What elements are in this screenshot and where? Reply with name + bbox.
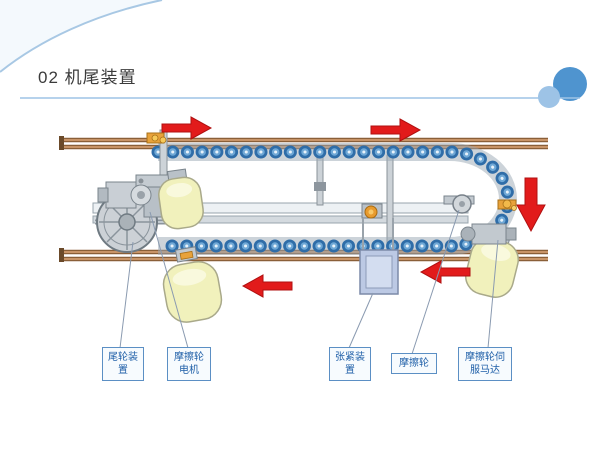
yellow-wheel-bottom xyxy=(162,246,223,323)
callout-label-friction-wheel: 摩擦轮 xyxy=(391,353,437,374)
circle-small xyxy=(538,86,560,108)
callout-label-tail-wheel-device: 尾轮装置 xyxy=(102,347,144,381)
callout-lines xyxy=(119,209,499,355)
rail-clamp-left xyxy=(146,132,167,144)
flow-arrow-down-icon xyxy=(516,177,546,233)
corner-wave-icon xyxy=(0,0,163,73)
callout-label-text: 摩擦轮伺服马达 xyxy=(465,352,505,376)
callout-label-text: 尾轮装置 xyxy=(108,352,138,376)
rail-clamp-right xyxy=(497,199,517,211)
flow-arrow-bottom-right-icon xyxy=(419,260,471,284)
flow-arrow-top-left-icon xyxy=(161,116,213,140)
callout-label-friction-wheel-motor: 摩擦轮电机 xyxy=(167,347,211,381)
callout-label-text: 摩擦轮电机 xyxy=(174,352,204,376)
friction-wheel-assembly xyxy=(443,194,475,214)
servo-motor-assembly xyxy=(460,223,517,245)
friction-wheel-motor-assembly xyxy=(97,181,152,209)
tension-device-assembly xyxy=(359,203,399,295)
callout-label-text: 张紧装置 xyxy=(335,352,365,376)
callout-label-text: 摩擦轮 xyxy=(399,358,429,369)
slide-title: 02 机尾装置 xyxy=(38,68,137,87)
callout-label-tension-device: 张紧装置 xyxy=(329,347,371,381)
callout-label-friction-wheel-servo-motor: 摩擦轮伺服马达 xyxy=(458,347,512,381)
circle-large xyxy=(553,67,587,101)
roller-chain-loop xyxy=(151,143,517,255)
flow-arrow-bottom-left-icon xyxy=(241,274,293,298)
yellow-wheel-left xyxy=(158,168,204,230)
circles-decoration-icon xyxy=(538,67,587,108)
flow-arrow-top-right-icon xyxy=(370,118,422,142)
